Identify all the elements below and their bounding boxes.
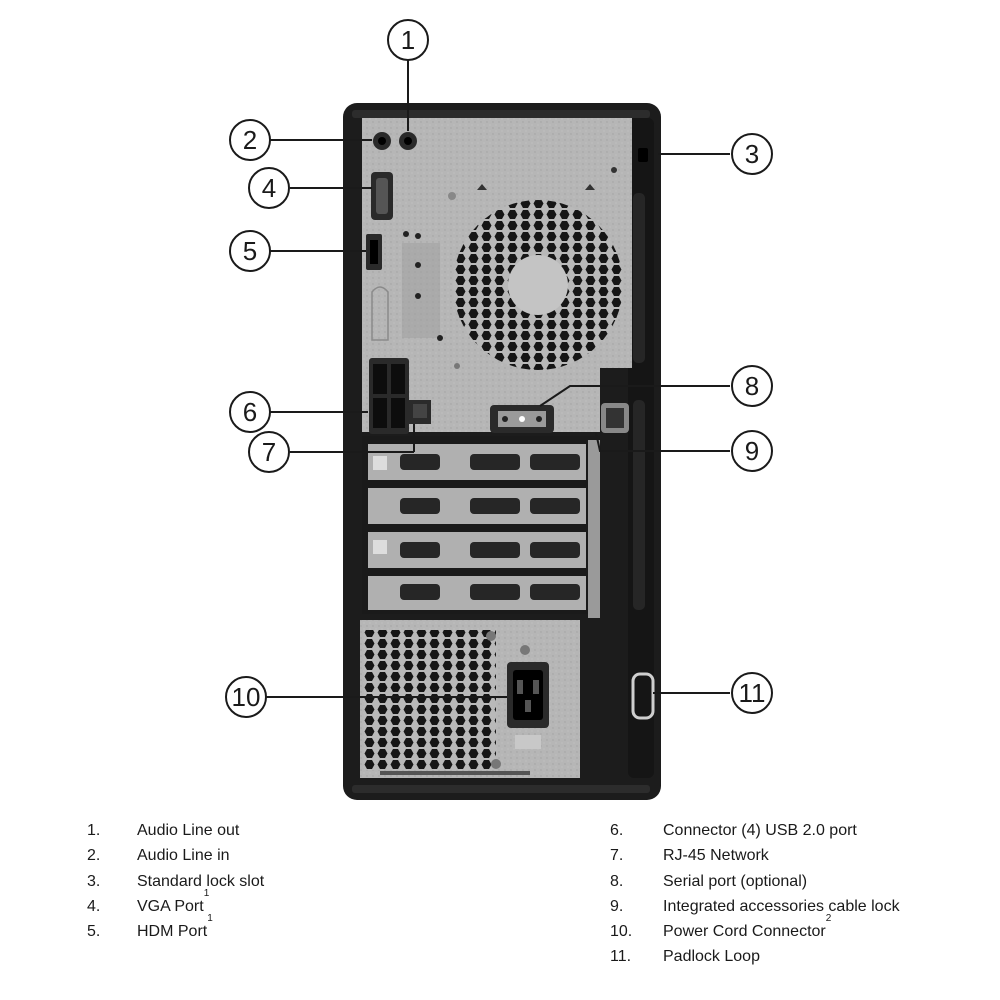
callout-7: 7 (248, 431, 290, 473)
lock-slot (638, 148, 648, 162)
legend-number: 4. (87, 897, 101, 915)
psu (360, 620, 580, 778)
legend-item: 11. Padlock Loop (610, 944, 900, 969)
svg-text:11: 11 (739, 678, 766, 708)
legend-label: Audio Line out (137, 822, 240, 839)
svg-text:1: 1 (401, 25, 415, 55)
callout-8: 8 (731, 365, 773, 407)
svg-text:4: 4 (262, 173, 276, 203)
footnote-marker: 2 (825, 913, 832, 925)
legend-number: 7. (610, 847, 624, 865)
legend-item: 1. Audio Line out (87, 818, 264, 843)
legend-label: Audio Line in (137, 847, 230, 865)
legend-item: 3. Standard lock slot (87, 869, 264, 894)
legend-number: 5. (87, 923, 101, 941)
svg-text:9: 9 (745, 436, 759, 466)
callout-1: 1 (387, 19, 429, 61)
callout-2: 2 (229, 119, 271, 161)
audio-jacks (373, 132, 417, 150)
svg-text:8: 8 (745, 371, 759, 401)
legend-label: Padlock Loop (663, 948, 760, 966)
svg-text:3: 3 (745, 139, 759, 169)
legend-item: 7. RJ-45 Network (610, 843, 900, 868)
legend-number: 3. (87, 872, 101, 890)
legend-label: Connector (4) USB 2.0 port (663, 822, 857, 839)
legend-label: Serial port (optional) (663, 872, 808, 890)
svg-text:5: 5 (243, 236, 257, 266)
callout-3: 3 (731, 133, 773, 175)
main-fan (453, 200, 623, 370)
serial-port (490, 405, 554, 433)
expansion-slots (362, 436, 600, 618)
legend-right: 6. Connector (4) USB 2.0 port 7. RJ-45 N… (610, 818, 900, 970)
leader-lines (266, 60, 730, 698)
legend-label: RJ-45 Network (663, 847, 769, 865)
legend-item: 2. Audio Line in (87, 843, 264, 868)
legend-item: 8. Serial port (optional) (610, 869, 900, 894)
legend-label: Integrated accessories cable lock (663, 897, 900, 915)
hdmi-port (366, 234, 382, 270)
legend-number: 1. (87, 822, 101, 839)
legend-label: VGA Port (137, 897, 204, 915)
svg-text:10: 10 (232, 682, 261, 712)
callouts: 1 2 3 4 5 6 7 8 (225, 19, 773, 718)
padlock-loop (631, 672, 655, 720)
svg-text:6: 6 (243, 397, 257, 427)
svg-text:7: 7 (262, 437, 276, 467)
legend-item: 9. Integrated accessories cable lock (610, 894, 900, 919)
usb-ports (369, 358, 409, 434)
callout-4: 4 (248, 167, 290, 209)
legend-number: 9. (610, 897, 624, 915)
legend-number: 8. (610, 872, 624, 890)
rj45-port (409, 400, 431, 424)
legend-label: Standard lock slot (137, 872, 265, 890)
callout-10: 10 (225, 676, 267, 718)
callout-5: 5 (229, 230, 271, 272)
legend-left: 1. Audio Line out 2. Audio Line in 3. St… (87, 818, 264, 944)
legend-label: HDM Port (137, 923, 208, 941)
callout-9: 9 (731, 430, 773, 472)
legend-number: 6. (610, 822, 624, 839)
legend-label: Power Cord Connector (663, 923, 826, 941)
footnote-marker: 1 (207, 913, 213, 925)
callout-11: 11 (731, 672, 773, 714)
vga-port (371, 172, 393, 220)
legend-number: 2. (87, 847, 101, 865)
pc-rear-diagram: 1 2 3 4 5 6 7 8 (225, 19, 773, 800)
callout-6: 6 (229, 391, 271, 433)
cable-lock (601, 403, 629, 433)
legend-number: 10. (610, 923, 633, 941)
footnote-marker: 1 (203, 887, 210, 899)
svg-text:2: 2 (243, 125, 257, 155)
legend-item: 6. Connector (4) USB 2.0 port (610, 818, 900, 843)
legend-number: 11. (610, 948, 632, 966)
